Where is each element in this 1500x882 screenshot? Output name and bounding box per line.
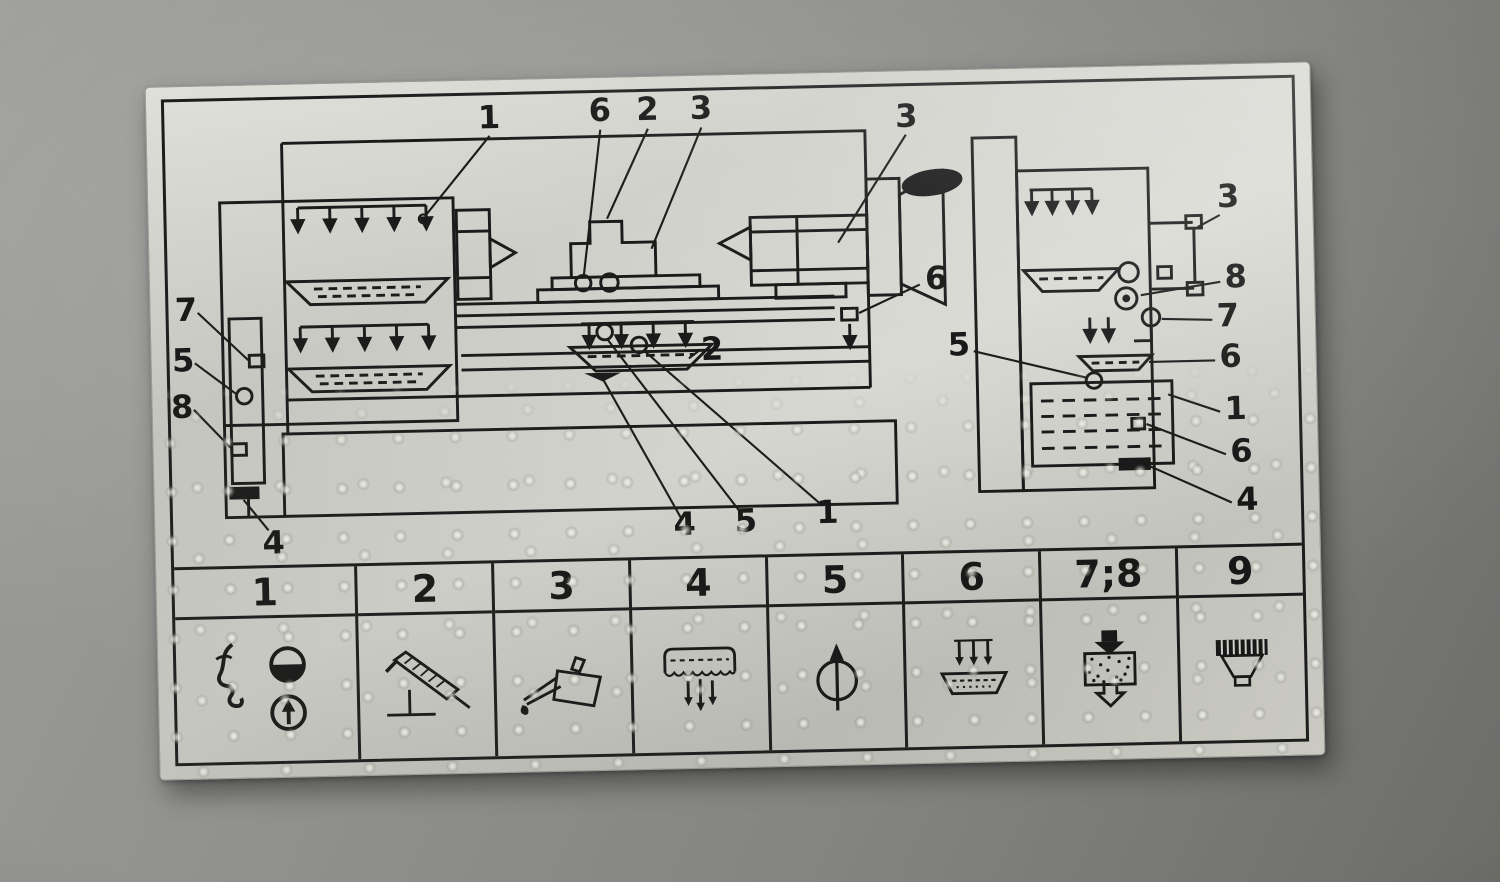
apron-oiler-b [599,272,620,293]
legend-header-4: 4 [630,557,766,611]
callout-left-5: 5 [172,341,195,379]
grease-cap-icon [1179,596,1306,742]
callout-left-4: 4 [262,523,285,561]
callout-right-7: 7 [1216,296,1239,334]
oil-tray-lower [284,363,454,394]
callout-apron-6: 6 [588,91,611,129]
legend-header-9: 9 [1177,545,1303,599]
lathe-lubrication-diagram: 1 6 2 3 3 6 7 5 8 4 2 4 5 1 5 [164,78,1302,567]
legend-header-1: 1 [174,566,356,621]
left-lower-fitting [230,442,248,458]
visual-smell-check-icon [175,616,359,763]
bed-oil-fitting [839,306,859,349]
legend-column-5: 5 [764,554,906,751]
spindle-chuck [454,208,519,301]
legend-header-6: 6 [904,551,1040,605]
left-drain-plug [229,486,260,500]
callout-right-6b: 6 [1230,431,1253,469]
left-oil-column [227,316,267,518]
callout-right-6a: 6 [1219,337,1242,375]
handwheel [901,168,963,197]
legend-column-7-8: 7;8 [1038,548,1179,745]
callout-bed-6: 6 [925,259,948,297]
legend-column-4: 4 [627,557,769,754]
legend-table: 1 [174,542,1307,764]
oil-bath-icon [905,601,1042,747]
callout-tray-4: 4 [673,505,696,543]
tailstock [716,213,870,300]
lubrication-plate: 1 6 2 3 3 6 7 5 8 4 2 4 5 1 5 [144,61,1326,781]
headstock-cabinet [218,196,460,520]
splash-feed-icon [632,607,769,753]
tailstock-handwheel [864,168,963,307]
callout-coolant-5: 5 [947,325,970,363]
callout-tailstock-3: 3 [895,97,918,135]
legend-column-2: 2 [354,563,496,760]
callout-apron-2: 2 [636,90,659,128]
callout-apron-3: 3 [689,89,712,127]
oil-can-icon [495,610,632,756]
plate-frame: 1 6 2 3 3 6 7 5 8 4 2 4 5 1 5 [160,74,1310,767]
coolant-small-tray [1075,353,1156,373]
hand-pump-icon [359,613,496,759]
coolant-system [970,135,1205,494]
callout-headstock-1: 1 [478,98,501,136]
oil-tray-upper [282,276,452,307]
legend-header-2: 2 [357,563,493,617]
legend-column-6: 6 [901,551,1043,748]
callout-saddle-2: 2 [700,330,723,368]
coolant-fitting [1114,286,1139,311]
lathe-schematic-svg: 1 6 2 3 3 6 7 5 8 4 2 4 5 1 5 [171,89,1259,562]
tray-pump-point [595,322,614,342]
legend-column-1: 1 [174,566,359,763]
coolant-tray [1020,267,1123,294]
callout-right-3: 3 [1217,177,1240,215]
callout-tray-1: 1 [816,493,839,531]
callout-left-7: 7 [174,291,197,329]
pressure-pump-icon [769,604,906,750]
tank-screen [1130,416,1147,431]
callout-right-8: 8 [1224,257,1247,295]
callout-left-8: 8 [171,388,194,426]
legend-column-9: 9 [1174,545,1307,742]
tank-drain-plug [1118,457,1151,471]
apron-oiler-a [573,273,593,293]
legend-header-7-8: 7;8 [1041,548,1176,602]
filter-oil-change-icon [1042,598,1179,744]
callout-tray-5: 5 [734,501,757,539]
callout-leaders [193,127,1233,532]
callout-right-1: 1 [1224,389,1247,427]
coolant-pump-point [1084,371,1104,390]
carriage-toolpost [536,219,721,305]
left-pump-fitting [235,386,254,406]
tray-drain-plug [584,372,622,382]
legend-header-5: 5 [767,554,903,608]
legend-header-3: 3 [494,560,630,614]
callout-right-4: 4 [1236,480,1259,518]
legend-column-3: 3 [491,560,633,757]
